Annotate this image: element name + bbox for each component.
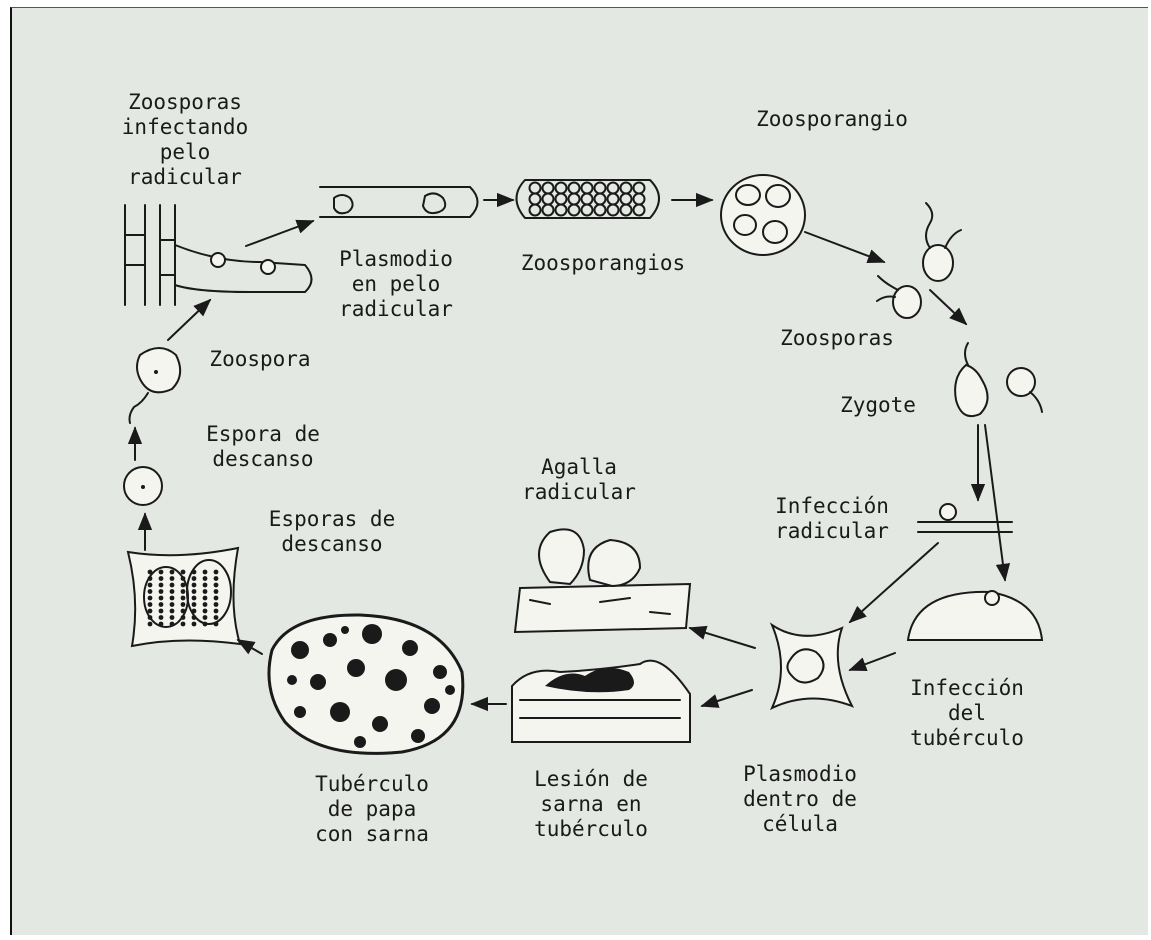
label-zoospora: Zoospora	[200, 347, 320, 372]
label-tuberculo-papa: Tubérculo de papa con sarna	[302, 772, 442, 847]
label-infeccion-radicular: Infección radicular	[764, 494, 900, 544]
resting-spore-drawing	[124, 467, 162, 505]
plasmodium-in-cell-drawing	[772, 625, 852, 708]
label-zoosporas-infectando: Zoosporas infectando pelo radicular	[108, 90, 262, 190]
root-hair-infection-drawing	[125, 205, 312, 305]
zoosporangium-drawing	[721, 175, 805, 255]
label-zoosporangios: Zoosporangios	[508, 251, 698, 276]
label-plasmodio-celula: Plasmodio dentro de célula	[735, 762, 865, 837]
scabbed-tuber-drawing	[269, 615, 463, 753]
label-zoosporas: Zoosporas	[772, 326, 902, 351]
resting-spores-drawing	[128, 548, 240, 646]
label-esporas-descanso: Esporas de descanso	[257, 507, 407, 557]
zygote-drawing	[955, 343, 1042, 416]
label-plasmodio-pelo: Plasmodio en pelo radicular	[326, 247, 466, 322]
label-agalla-radicular: Agalla radicular	[514, 455, 644, 505]
label-zoosporangio: Zoosporangio	[742, 107, 922, 132]
tuber-infection-drawing	[908, 591, 1042, 640]
zoospores-drawing	[877, 203, 961, 318]
zoospore-left-drawing	[130, 348, 181, 423]
label-lesion-sarna: Lesión de sarna en tubérculo	[526, 767, 656, 842]
plasmodium-in-root-hair-drawing	[320, 187, 478, 217]
label-infeccion-tuberculo: Infección del tubérculo	[902, 676, 1032, 751]
scab-lesion-drawing	[512, 661, 690, 742]
zoosporangia-drawing	[517, 180, 660, 218]
label-zygote: Zygote	[832, 393, 924, 418]
root-gall-drawing	[515, 529, 690, 632]
label-espora-descanso: Espora de descanso	[188, 422, 338, 472]
